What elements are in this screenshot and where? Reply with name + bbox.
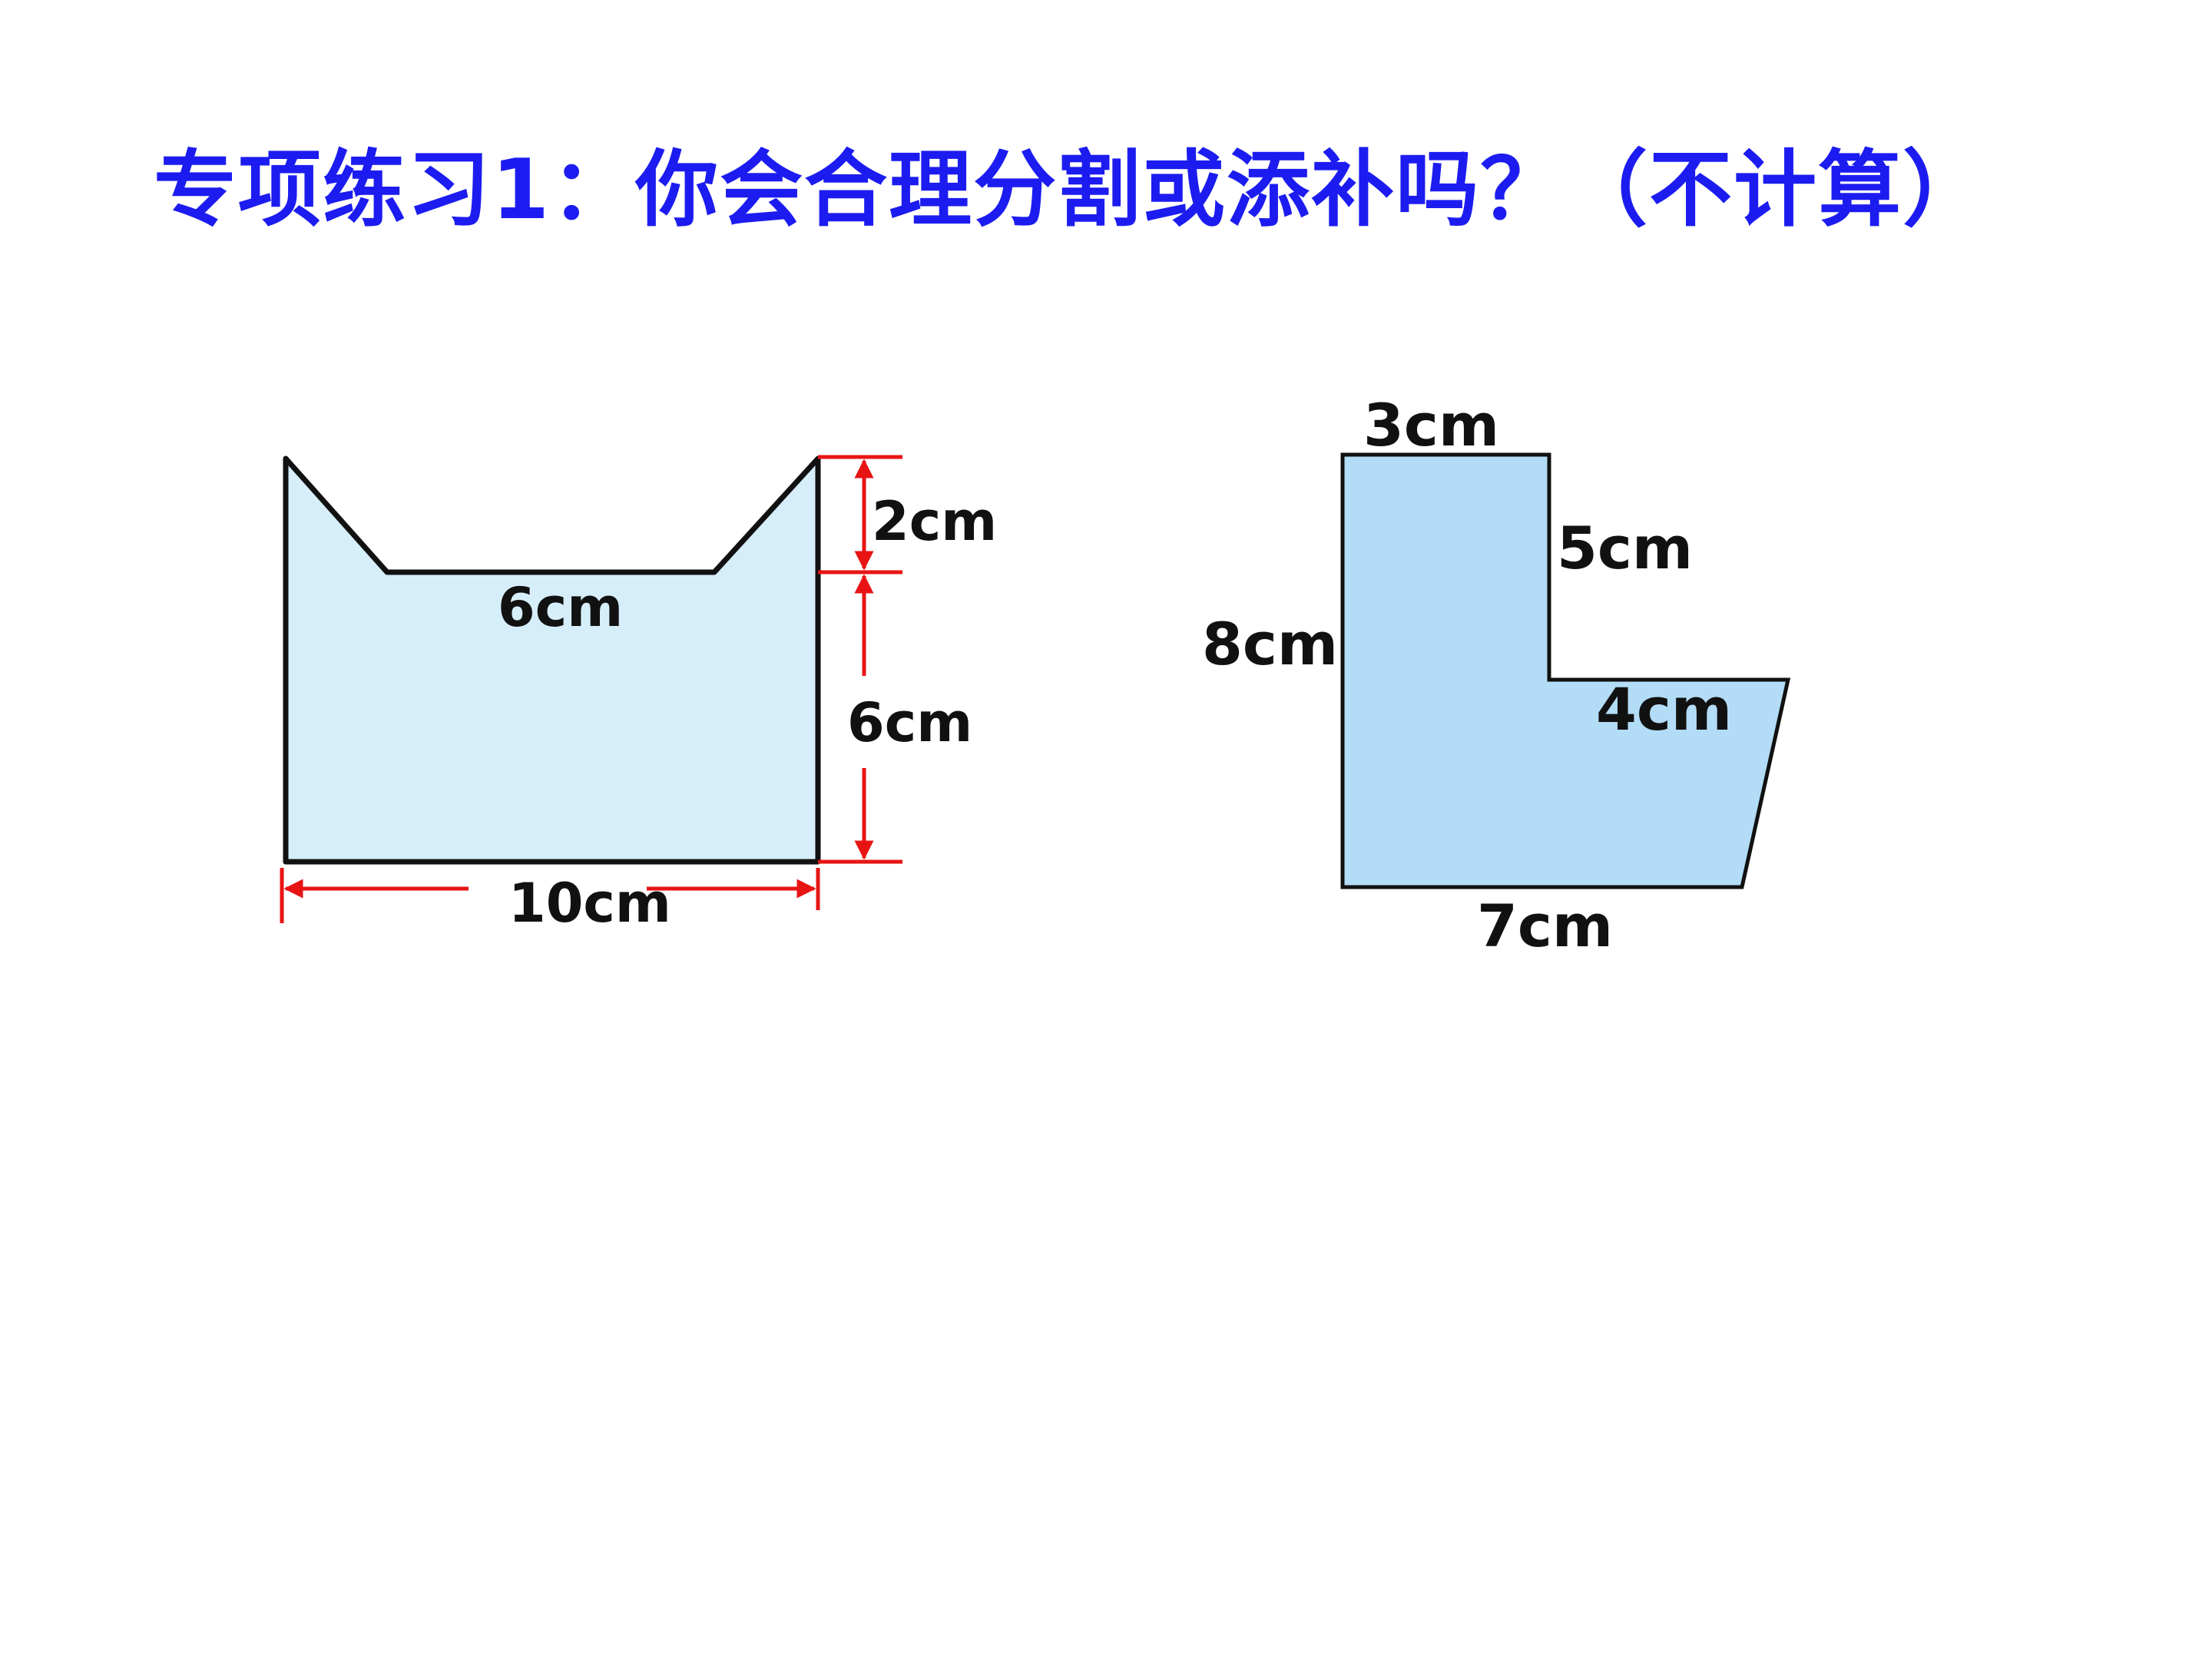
label-inner-height: 5cm xyxy=(1557,514,1693,582)
dimension-ear-height xyxy=(818,455,902,575)
label-top-width: 3cm xyxy=(1363,391,1499,459)
label-ear-height: 2cm xyxy=(872,490,997,553)
label-top-edge: 6cm xyxy=(498,576,623,639)
figure-l: 3cm 5cm 8cm 4cm 7cm xyxy=(1202,391,1791,960)
figure-cat: 6cm 2cm 6cm 10cm xyxy=(280,455,997,935)
label-body-height: 6cm xyxy=(847,691,972,754)
cat-shape xyxy=(283,455,821,865)
label-left-height: 8cm xyxy=(1202,610,1338,678)
label-step-width: 4cm xyxy=(1596,675,1732,743)
page-title: 专项练习1：你会合理分割或添补吗？（不计算） xyxy=(154,142,1988,238)
dimension-body-height xyxy=(818,574,902,864)
label-bottom-width: 10cm xyxy=(508,872,671,935)
dimension-bottom-width xyxy=(280,868,820,923)
l-shape xyxy=(1340,452,1791,889)
label-bottom-width-l: 7cm xyxy=(1477,892,1613,960)
